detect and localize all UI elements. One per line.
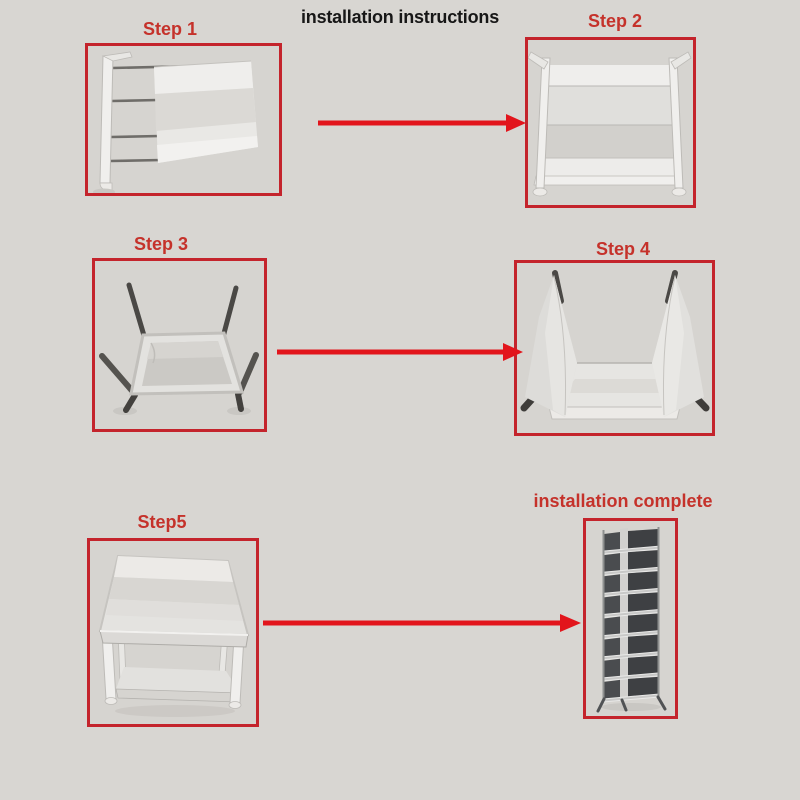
step-1-photo — [93, 51, 258, 193]
step-4-label: Step 4 — [595, 239, 651, 259]
arrow-step1-to-step2 — [318, 111, 528, 135]
step-1-label: Step 1 — [142, 19, 198, 39]
step-3-label: Step 3 — [133, 234, 189, 254]
step-2-photo — [528, 51, 692, 197]
step-4-photo-box — [514, 260, 715, 436]
step-1-photo-box — [85, 43, 282, 196]
step-2-photo-box — [525, 37, 696, 208]
step-5-label: Step5 — [137, 512, 187, 532]
step-3-photo — [99, 282, 259, 415]
step-3-photo-box — [92, 258, 267, 432]
arrow-step5-to-complete — [263, 611, 584, 635]
complete-rack-svg — [596, 527, 667, 713]
step-5-photo-box — [87, 538, 259, 727]
arrow-step3-to-step4 — [277, 340, 525, 364]
step-4-photo — [520, 270, 710, 420]
complete-photo-box — [583, 518, 678, 719]
step-2-label: Step 2 — [587, 11, 643, 31]
page-title: installation instructions — [300, 7, 500, 27]
installation-complete-label: installation complete — [533, 491, 713, 511]
step-5-photo — [98, 554, 250, 717]
